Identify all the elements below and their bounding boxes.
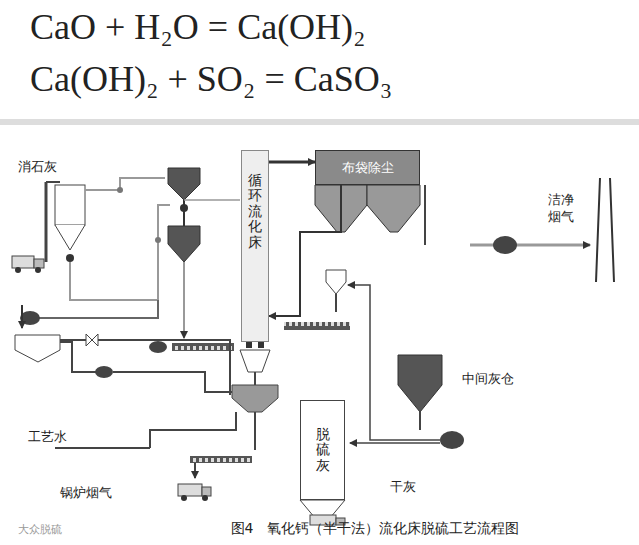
- gas-label: 洁净烟气: [548, 192, 575, 226]
- node-text: 循环流化床: [248, 173, 262, 250]
- flow-connector: [269, 161, 315, 164]
- equation: Ca(OH)₂ + SO₂ = CaSO₃: [30, 58, 392, 100]
- silo-label: 中间灰仓: [462, 370, 514, 388]
- node-text: 脱硫灰: [316, 427, 330, 473]
- bag-filter-box: 布袋除尘: [315, 150, 420, 185]
- watermark: 大众脱硫: [18, 522, 62, 537]
- ash-silo: 脱硫灰: [300, 400, 345, 500]
- water-label: 工艺水: [28, 428, 67, 446]
- flue-gas-label: 锅炉烟气: [60, 484, 112, 502]
- fluidized-bed-column: 循环流化床: [241, 150, 269, 342]
- figure-caption: 图4 氧化钙（半干法）流化床脱硫工艺流程图: [231, 520, 520, 538]
- equation: CaO + H₂O = Ca(OH)₂: [30, 6, 366, 48]
- material-label: 消石灰: [18, 158, 57, 176]
- ash-label: 干灰: [390, 478, 416, 496]
- node-text: 布袋除尘: [342, 159, 394, 177]
- flow-connector: [269, 185, 341, 316]
